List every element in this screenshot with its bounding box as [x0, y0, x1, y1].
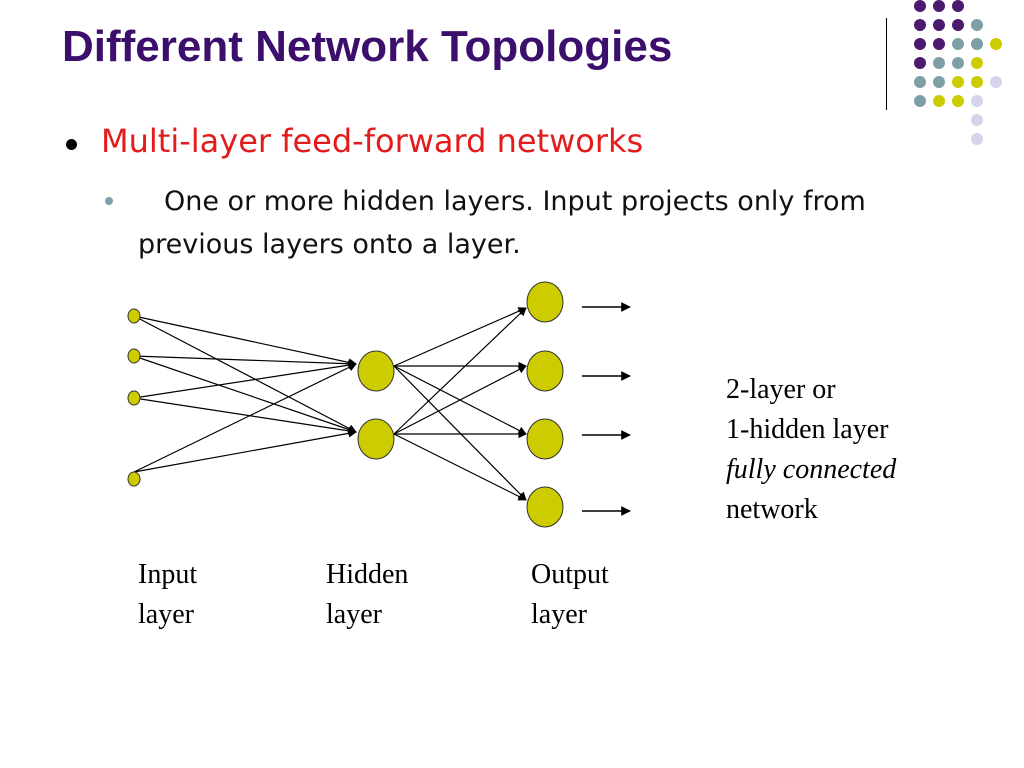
connection-edge — [133, 315, 357, 367]
output-node — [526, 486, 564, 528]
note-line: network — [726, 494, 818, 525]
input-node — [127, 308, 141, 324]
main-bullet-text: Multi-layer feed-forward networks — [101, 122, 644, 160]
label-line: Output — [531, 559, 609, 590]
connection-edge — [133, 355, 357, 368]
label-line: Input — [138, 559, 198, 590]
input-node — [127, 471, 141, 487]
sub-bullet-dot — [105, 197, 113, 205]
connection-edge — [133, 355, 357, 434]
connection-edge — [393, 365, 527, 435]
connection-edge — [393, 365, 527, 501]
connection-edge — [133, 315, 357, 433]
label-line: layer — [531, 599, 587, 630]
connection-edge — [133, 429, 357, 473]
bullet-dot — [66, 139, 77, 150]
label-line: layer — [326, 599, 382, 630]
output-node — [526, 350, 564, 392]
note-line: 1-hidden layer — [726, 414, 889, 445]
output-arrows — [582, 302, 631, 516]
connection-edge — [133, 363, 357, 473]
sub-bullet-text: One or more hidden layers. Input project… — [138, 186, 866, 260]
output-node — [526, 418, 564, 460]
output-layer-label: Output layer — [531, 555, 609, 635]
note-line: 2-layer or — [726, 374, 836, 405]
input-layer-nodes — [127, 308, 141, 487]
label-line: layer — [138, 599, 194, 630]
output-node — [526, 281, 564, 323]
connection-edge — [133, 360, 357, 399]
note-line-italic: fully connected — [726, 454, 897, 485]
hidden-layer-nodes — [357, 350, 395, 460]
connection-edge — [133, 397, 357, 436]
page-title: Different Network Topologies — [62, 22, 673, 71]
diagram-note: 2-layer or 1-hidden layer fully connecte… — [726, 370, 896, 530]
label-line: Hidden — [326, 559, 409, 590]
hidden-layer-label: Hidden layer — [326, 555, 408, 635]
input-node — [127, 348, 141, 364]
hidden-node — [357, 350, 395, 392]
hidden-node — [357, 418, 395, 460]
input-layer-label: Input layer — [138, 555, 197, 635]
connection-edge — [393, 307, 527, 367]
input-hidden-connections — [133, 315, 357, 473]
output-layer-nodes — [526, 281, 564, 528]
hidden-output-connections — [393, 307, 527, 501]
title-divider-line — [886, 18, 887, 110]
connection-edge — [393, 307, 527, 435]
input-node — [127, 390, 141, 406]
connection-edge — [393, 433, 527, 501]
